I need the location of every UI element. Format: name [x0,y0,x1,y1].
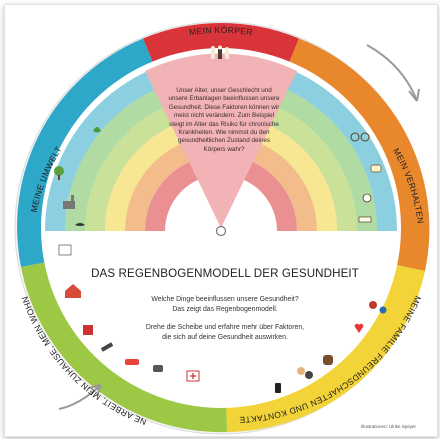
illustration-icons [54,45,387,393]
tools-icon [100,342,114,352]
center-hub[interactable] [215,225,227,237]
food-icon [370,164,382,173]
phone-icon [275,383,281,393]
friends-icon [297,367,313,379]
bed-icon [358,216,372,223]
arrowhead-icon [408,88,420,102]
people-icon [211,45,229,59]
rotate-arrow-top-right [366,44,418,102]
hospital-icon [186,370,200,382]
info-window [145,53,297,229]
chart-icon [58,244,72,256]
bike-icon [350,132,370,142]
school-icon [83,325,93,335]
plant-icon [93,127,101,133]
ring-label-body: MEIN KÖRPER [189,25,254,37]
car-icon [125,359,139,365]
factory-icon [63,195,75,209]
heart-icon [354,323,364,333]
page-title: DAS REGENBOGENMODELL DER GESUNDHEIT [91,267,359,280]
instruction-line-2: die sich auf deine Gesundheit auswirken. [162,334,288,341]
intro-line-2: Das zeigt das Regenbogenmodell. [172,306,278,313]
intro-line-1: Welche Dinge beeinflussen unsere Gesundh… [151,296,299,303]
rainbow-wheel[interactable]: MEIN KÖRPER MEIN VERHALTEN MEINE FAMILIE… [5,5,437,436]
bird-icon [75,223,85,226]
rotate-arrow-bottom-left [58,384,102,410]
illustration-credit: Illustrationen: Ulrike Speyer [361,424,417,429]
hug-icon [323,355,333,365]
arrowhead-icon [88,384,102,397]
instruction-line-1: Drehe die Scheibe und erfahre mehr über … [145,324,305,331]
info-window-text: Unser Alter, unser Geschlecht und unsere… [168,87,280,153]
pot-icon [153,365,163,372]
tree-icon [54,166,64,180]
sport-icon [362,193,372,203]
family-icon [369,301,387,314]
rainbow-wheel-card: MEIN KÖRPER MEIN VERHALTEN MEINE FAMILIE… [4,4,438,437]
house-icon [65,284,81,298]
